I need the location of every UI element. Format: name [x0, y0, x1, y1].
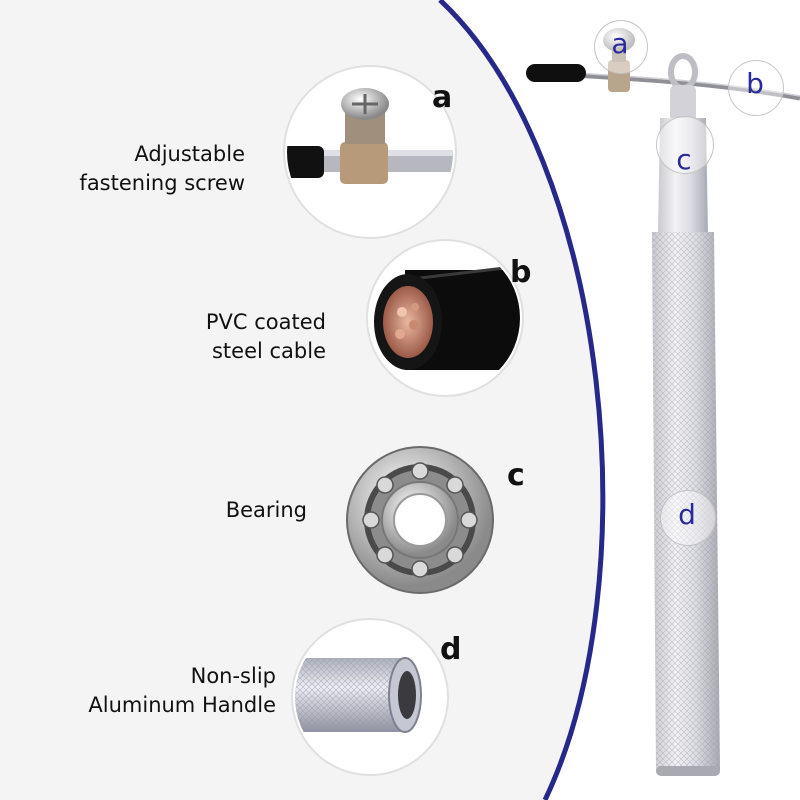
- callout-disc-a: [594, 20, 648, 74]
- cable-image: [374, 260, 520, 370]
- callout-letter-b: b: [746, 67, 764, 100]
- feature-letter-c: c: [507, 458, 525, 493]
- knurled-handle-image: [295, 657, 422, 733]
- arc-border: [438, 0, 606, 800]
- callout-disc-c: [656, 116, 714, 174]
- feature-label-b-line1: PVC coated: [205, 310, 326, 334]
- fastening-screw-image: [287, 88, 453, 184]
- feature-label-c: Bearing: [226, 496, 307, 525]
- feature-letter-b: b: [510, 255, 532, 290]
- left-panel: [0, 0, 603, 800]
- feature-label-c-line1: Bearing: [225, 498, 307, 522]
- feature-label-a: Adjustable fastening screw: [79, 140, 245, 198]
- bearing-image: [346, 446, 494, 594]
- feature-label-a-line1: Adjustable: [134, 142, 245, 166]
- feature-label-a-line2: fastening screw: [79, 171, 245, 195]
- feature-label-b: PVC coated steel cable: [206, 308, 326, 366]
- callout-disc-b: [728, 60, 784, 116]
- callout-letter-d: d: [678, 498, 696, 531]
- callout-letter-c: c: [676, 143, 692, 176]
- feature-letter-d: d: [440, 632, 462, 667]
- callout-disc-d: [660, 490, 716, 546]
- feature-label-b-line2: steel cable: [211, 339, 326, 363]
- feature-label-d-line1: Non-slip: [190, 664, 276, 688]
- callout-letter-a: a: [611, 27, 629, 60]
- feature-label-d: Non-slip Aluminum Handle: [88, 662, 276, 720]
- feature-label-d-line2: Aluminum Handle: [88, 693, 276, 717]
- feature-letter-a: a: [432, 80, 453, 115]
